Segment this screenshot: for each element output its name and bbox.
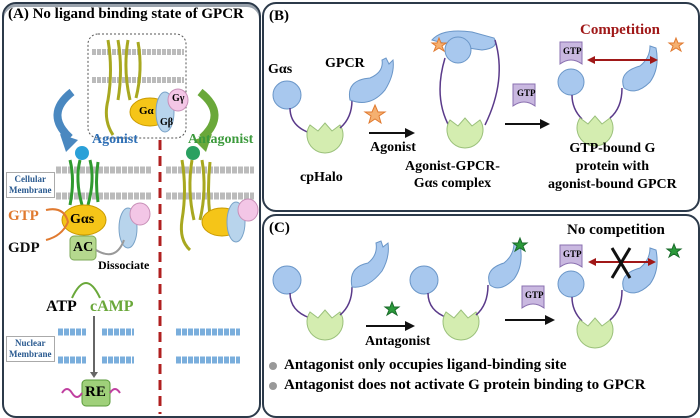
gpcr-helix-agonist bbox=[68, 159, 100, 206]
cellular-membrane-left bbox=[56, 166, 152, 200]
galphas-label-b: Gαs bbox=[268, 62, 293, 77]
ac-label: AC bbox=[73, 240, 94, 255]
gpcr-helix-antagonist bbox=[179, 159, 212, 252]
inset-box bbox=[87, 33, 187, 139]
galphas-ellipse bbox=[61, 204, 107, 236]
panel-c bbox=[262, 214, 700, 418]
galpha-label: Gα bbox=[139, 105, 154, 117]
panel-a-title: (A) No ligand binding state of GPCR bbox=[8, 6, 244, 22]
atp-camp-arrow bbox=[71, 282, 101, 299]
nuclear-membrane-label: Nuclear Membrane bbox=[6, 336, 55, 362]
competition-label: Competition bbox=[580, 22, 660, 38]
gtp-label-b1: GTP bbox=[517, 88, 536, 98]
nuclear-membrane bbox=[58, 328, 240, 364]
gpcr-helix-inset bbox=[104, 39, 142, 136]
panel-c-label: (C) bbox=[269, 220, 290, 236]
antagonist-label-c: Antagonist bbox=[365, 334, 431, 349]
agonist-label-b: Agonist bbox=[370, 140, 416, 155]
panel-b-artwork bbox=[272, 30, 685, 154]
gtp-gdp-arrow bbox=[45, 208, 70, 241]
no-competition-label: No competition bbox=[567, 222, 665, 238]
atp-label: ATP bbox=[46, 298, 77, 315]
panel-c-artwork bbox=[269, 236, 683, 390]
agonist-star-icon bbox=[363, 103, 387, 125]
cellular-membrane-label: Cellular Membrane bbox=[6, 172, 55, 198]
gbeta-label: Gβ bbox=[160, 117, 174, 128]
result-label: GTP-bound G protein with agonist-bound G… bbox=[548, 141, 677, 192]
gtp-label-c2: GTP bbox=[563, 249, 582, 259]
re-label: RE bbox=[85, 384, 106, 400]
antagonist-star-icon bbox=[383, 300, 401, 317]
ggamma-label: Gγ bbox=[172, 93, 185, 104]
gtp-label: GTP bbox=[8, 208, 39, 224]
cphalo-label: cpHalo bbox=[300, 170, 343, 185]
cphalo-shape bbox=[306, 122, 344, 154]
dna-icon bbox=[61, 388, 83, 398]
bullet-icon bbox=[269, 362, 277, 370]
antagonist-ligand bbox=[186, 146, 200, 160]
antagonist-label: Antagonist bbox=[188, 132, 254, 147]
bullet-icon bbox=[269, 382, 277, 390]
gtp-label-c1: GTP bbox=[525, 290, 544, 300]
galphas-label: Gαs bbox=[70, 212, 95, 227]
dissociate-label: Dissociate bbox=[98, 258, 150, 272]
ac-box bbox=[69, 235, 97, 261]
gdp-label: GDP bbox=[8, 240, 40, 256]
agonist-curve-arrow bbox=[53, 88, 75, 141]
gtp-shape bbox=[512, 83, 536, 107]
camp-label: cAMP bbox=[90, 298, 134, 315]
dissociate-arrow bbox=[95, 239, 125, 256]
antagonist-curve-arrow bbox=[197, 88, 219, 141]
ggamma-inset bbox=[167, 88, 189, 112]
agonist-ligand bbox=[75, 146, 89, 160]
membrane-inset bbox=[92, 49, 184, 83]
bullet-2: Antagonist does not activate G protein b… bbox=[284, 377, 646, 393]
bullet-1: Antagonist only occupies ligand-binding … bbox=[284, 357, 567, 373]
gpcr-shape bbox=[348, 57, 394, 103]
gtp-label-b2: GTP bbox=[563, 46, 582, 56]
panel-b bbox=[262, 2, 700, 212]
gpcr-label: GPCR bbox=[325, 56, 365, 71]
panel-b-label: (B) bbox=[269, 8, 289, 24]
complex-label: Agonist-GPCR- Gαs complex bbox=[405, 159, 500, 191]
agonist-label: Agonist bbox=[92, 132, 138, 147]
